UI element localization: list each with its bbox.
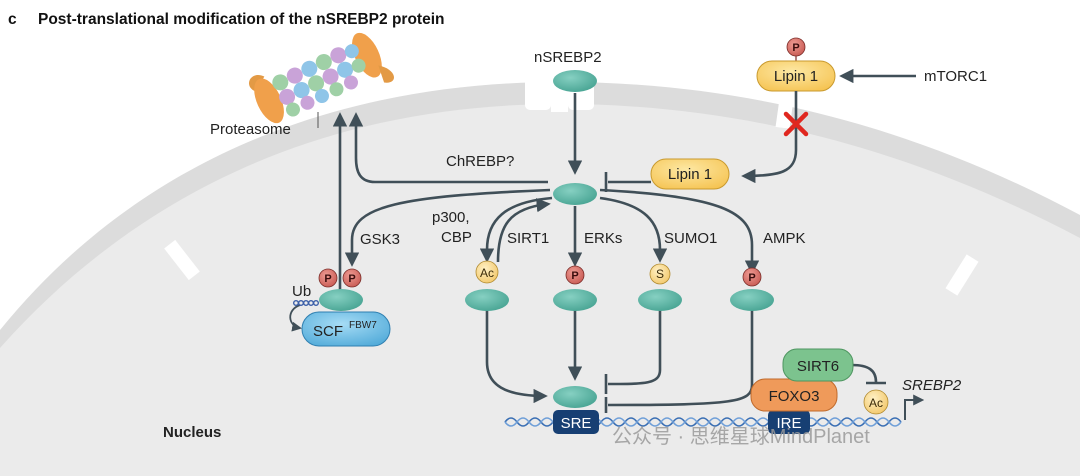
transcription-arrow-icon bbox=[904, 394, 925, 420]
acetyl-marker bbox=[475, 260, 499, 284]
sumo-marker bbox=[649, 263, 671, 285]
erk-phospho-marker bbox=[565, 265, 585, 285]
proteasome-icon bbox=[249, 32, 394, 124]
histone-acetyl-label: Ac bbox=[869, 396, 883, 410]
sumo1-label: SUMO1 bbox=[664, 230, 717, 247]
watermark: 公众号 · 思维星球MindPlanet bbox=[612, 425, 870, 448]
ampk-phospho-marker bbox=[742, 267, 762, 287]
gsk3-phospho-marker-1 bbox=[318, 268, 338, 288]
sre-label: SRE bbox=[561, 415, 592, 432]
sirt1-label: SIRT1 bbox=[507, 230, 549, 247]
sre-box bbox=[553, 410, 599, 434]
nsrebp2-ampk-protein bbox=[730, 289, 774, 311]
sumo-label: S bbox=[656, 267, 664, 281]
sirt6-box bbox=[782, 348, 854, 382]
acetyl-label: Ac bbox=[480, 266, 494, 280]
gsk3-phospho-label-1: P bbox=[324, 273, 331, 285]
gsk3-label: GSK3 bbox=[360, 231, 400, 248]
mtorc1-label: mTORC1 bbox=[924, 68, 987, 85]
ampk-phospho-label: P bbox=[748, 272, 755, 284]
sirt6-label: SIRT6 bbox=[797, 358, 839, 375]
lipin1-top-label: Lipin 1 bbox=[774, 68, 818, 85]
nsrebp2-protein-nucleus bbox=[553, 183, 597, 205]
p300-label: p300, bbox=[432, 209, 470, 226]
lipin1-phospho-label: P bbox=[792, 42, 799, 54]
gsk3-phospho-marker-2 bbox=[342, 268, 362, 288]
lipin1-nuclear-box bbox=[650, 158, 730, 190]
nsrebp2-protein-cytoplasm bbox=[553, 70, 597, 92]
nucleus-label: Nucleus bbox=[163, 424, 221, 441]
scf-fbw7-box bbox=[301, 311, 391, 347]
figure-title: Post-translational modification of the n… bbox=[38, 11, 444, 28]
chrebp-label: ChREBP? bbox=[446, 153, 514, 170]
nsrebp2-bound-protein bbox=[553, 386, 597, 408]
nsrebp2-gsk3-protein bbox=[319, 289, 363, 311]
erk-phospho-label: P bbox=[571, 270, 578, 282]
proteasome-label: Proteasome bbox=[210, 121, 291, 138]
ampk-label: AMPK bbox=[763, 230, 806, 247]
scf-superscript: FBW7 bbox=[349, 320, 377, 331]
srebp2-gene-label: SREBP2 bbox=[902, 377, 962, 394]
ubiquitin-chain-icon bbox=[293, 300, 320, 307]
panel-letter: c bbox=[8, 11, 17, 28]
cbp-label: CBP bbox=[441, 229, 472, 246]
histone-acetyl-marker bbox=[863, 389, 889, 415]
gsk3-phospho-label-2: P bbox=[348, 273, 355, 285]
nsrebp2-erk-protein bbox=[553, 289, 597, 311]
nsrebp2-label: nSREBP2 bbox=[534, 49, 602, 66]
scf-label: SCF bbox=[313, 323, 343, 340]
ire-label: IRE bbox=[776, 415, 801, 432]
foxo3-label: FOXO3 bbox=[769, 388, 820, 405]
ubiquitination-arrow bbox=[289, 304, 302, 332]
lipin1-nuclear-label: Lipin 1 bbox=[668, 166, 712, 183]
ire-box bbox=[768, 410, 810, 434]
ub-label: Ub bbox=[292, 283, 311, 300]
erks-label: ERKs bbox=[584, 230, 622, 247]
nsrebp2-acetyl-protein bbox=[465, 289, 509, 311]
nsrebp2-sumo-protein bbox=[638, 289, 682, 311]
red-x-block-icon bbox=[783, 111, 809, 137]
